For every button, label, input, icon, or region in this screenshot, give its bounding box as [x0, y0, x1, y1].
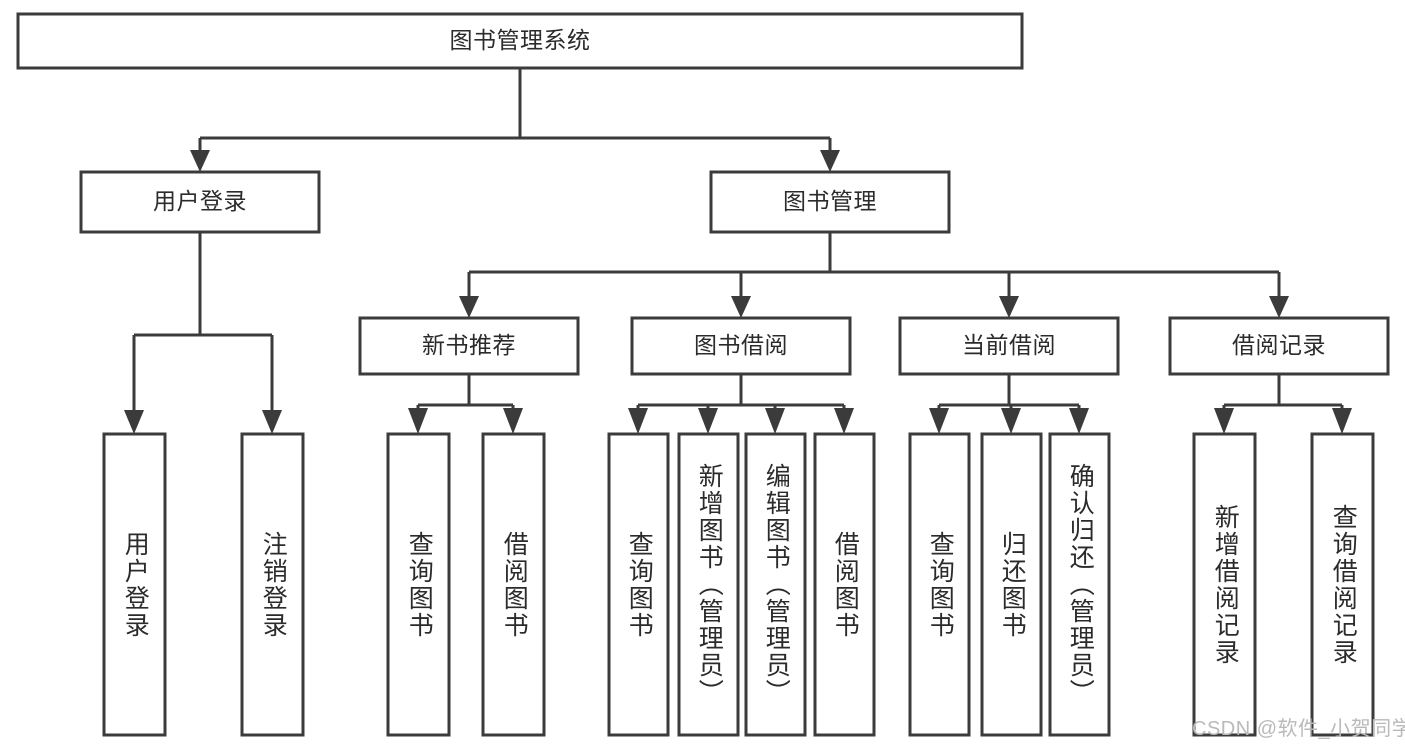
node-box-leaf-edit-book[interactable] [744, 432, 807, 737]
node-box-leaf-user-login[interactable] [102, 432, 167, 737]
arrow-bb-edit-book [765, 408, 785, 434]
node-box-leaf-return-book[interactable] [980, 432, 1043, 737]
node-box-leaf-borrow-book-2[interactable] [813, 432, 876, 737]
csdn-watermark: CSDN @软件_小贺同学 [1192, 718, 1405, 740]
node-box-root[interactable] [16, 12, 1024, 70]
arrow-cb-return-book [1001, 408, 1021, 434]
arrow-br-query-record [1332, 408, 1352, 434]
arrow-bb-query-book [628, 408, 648, 434]
node-box-borrow-record[interactable] [1168, 316, 1390, 376]
arrow-br-add-record [1214, 408, 1234, 434]
node-box-leaf-query-book-2[interactable] [607, 432, 670, 737]
node-box-user-login[interactable] [79, 170, 321, 234]
arrow-nbr-query-book [408, 408, 428, 434]
node-box-current-borrow[interactable] [898, 316, 1120, 376]
node-box-leaf-borrow-book-1[interactable] [481, 432, 546, 737]
node-box-leaf-logout[interactable] [240, 432, 305, 737]
arrow-to-leaf-user-login [124, 410, 144, 434]
arrow-nbr-borrow-book [503, 408, 523, 434]
arrow-to-book-mgmt [820, 150, 840, 172]
arrow-to-borrow-record [1269, 296, 1289, 318]
node-box-new-book-recommend[interactable] [358, 316, 580, 376]
node-box-leaf-add-borrow-record[interactable] [1192, 432, 1257, 737]
arrow-cb-query-book [929, 408, 949, 434]
arrow-bb-add-book [698, 408, 718, 434]
node-box-book-management[interactable] [709, 170, 951, 234]
node-box-leaf-query-book-1[interactable] [386, 432, 451, 737]
node-box-layer [16, 12, 1390, 737]
arrow-to-leaf-logout [262, 410, 282, 434]
arrow-to-book-borrow [731, 296, 751, 318]
node-box-leaf-query-book-3[interactable] [908, 432, 971, 737]
node-box-book-borrow[interactable] [630, 316, 852, 376]
node-box-leaf-confirm-return[interactable] [1048, 432, 1111, 737]
arrow-to-current-borrow [999, 296, 1019, 318]
arrow-cb-confirm-return [1069, 408, 1089, 434]
connector-layer [124, 68, 1352, 434]
node-box-leaf-add-book[interactable] [677, 432, 740, 737]
node-box-leaf-query-borrow-record[interactable] [1310, 432, 1375, 737]
arrow-to-user-login [190, 150, 210, 172]
arrow-bb-borrow-book [834, 408, 854, 434]
arrow-to-new-book-rec [459, 296, 479, 318]
